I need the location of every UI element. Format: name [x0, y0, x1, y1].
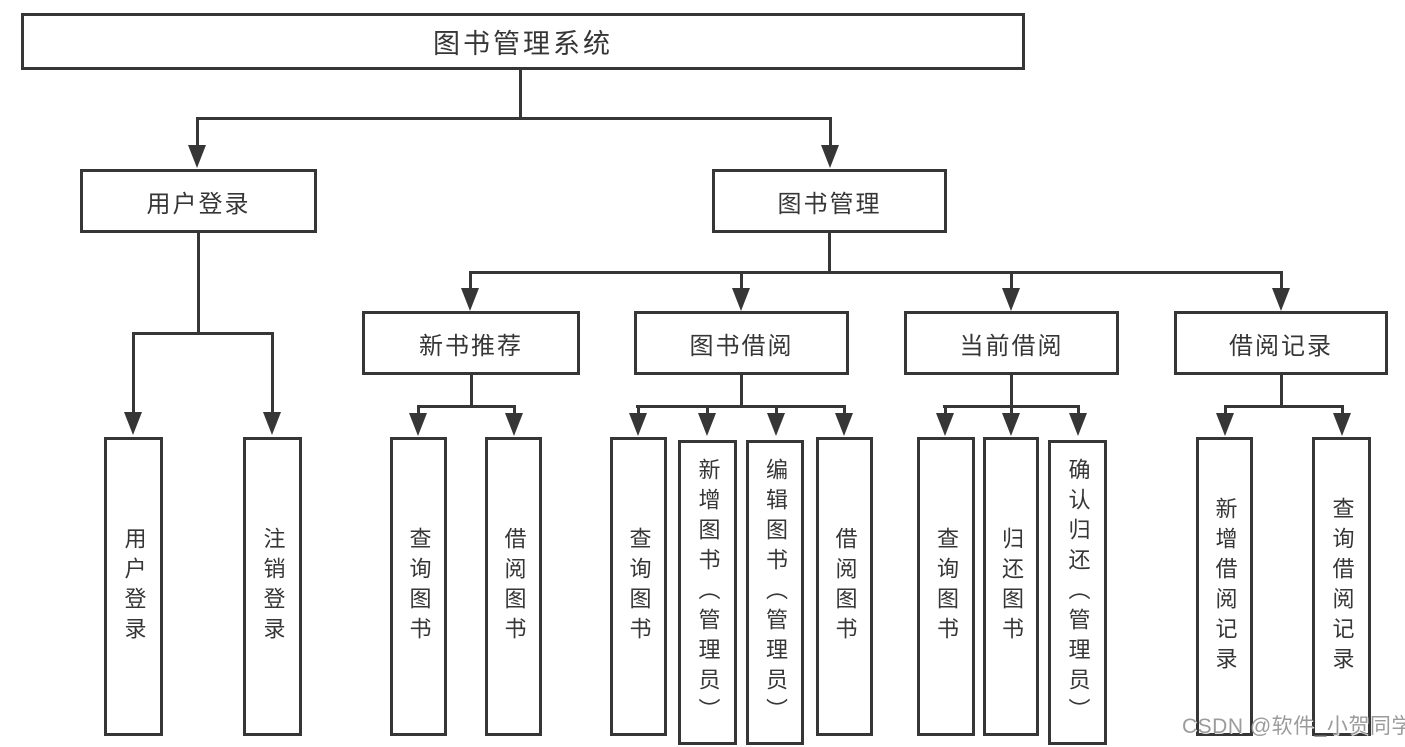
connector-line — [470, 375, 473, 406]
connector-arrowhead — [188, 145, 206, 168]
connector-line — [1280, 271, 1283, 290]
connector-line — [828, 233, 831, 273]
connector-arrowhead — [698, 413, 716, 436]
node-label: 归还图书 — [999, 526, 1024, 647]
connector-line — [706, 405, 709, 414]
connector-line — [944, 405, 947, 414]
leaf-br-query-record: 查询借阅记录 — [1312, 437, 1371, 736]
node-label: 图书管理系统 — [433, 29, 613, 59]
node-book-borrowing: 图书借阅 — [634, 311, 849, 375]
leaf-nbr-query-books: 查询图书 — [390, 437, 447, 736]
connector-arrowhead — [263, 412, 281, 435]
connector-arrowhead — [835, 413, 853, 436]
connector-line — [843, 405, 846, 414]
connector-arrowhead — [505, 413, 523, 436]
connector-line — [740, 375, 743, 406]
connector-line — [1224, 405, 1227, 414]
connector-arrowhead — [732, 288, 750, 311]
leaf-bb-query-books: 查询图书 — [610, 437, 667, 736]
leaf-user-login: 用户登录 — [104, 437, 163, 736]
node-label: 图书借阅 — [689, 332, 794, 360]
connector-arrowhead — [461, 288, 479, 311]
connector-line — [829, 117, 832, 146]
watermark: CSDN @软件_小贺同学 — [1182, 715, 1405, 738]
connector-line — [1010, 271, 1013, 290]
connector-line — [132, 332, 135, 413]
node-label: 新书推荐 — [419, 332, 523, 360]
connector-line — [271, 332, 274, 413]
connector-arrowhead — [1216, 413, 1234, 436]
node-label: 确认归还（管理员） — [1065, 457, 1091, 728]
node-label: 借阅图书 — [501, 526, 527, 647]
connector-line — [1280, 375, 1283, 406]
connector-line — [132, 332, 274, 335]
node-user-login: 用户登录 — [80, 169, 317, 233]
connector-line — [513, 405, 516, 414]
connector-line — [196, 117, 832, 120]
node-label: 图书管理 — [777, 190, 882, 218]
connector-arrowhead — [821, 145, 839, 168]
connector-arrowhead — [936, 413, 954, 436]
leaf-bb-add-books-admin: 新增图书（管理员） — [678, 440, 737, 745]
node-book-management: 图书管理 — [712, 169, 947, 233]
leaf-bb-edit-books-admin: 编辑图书（管理员） — [746, 440, 804, 745]
connector-arrowhead — [629, 413, 647, 436]
connector-arrowhead — [1333, 413, 1351, 436]
connector-line — [1341, 405, 1344, 414]
node-label: 用户登录 — [121, 526, 147, 647]
node-label: 借阅记录 — [1229, 332, 1333, 360]
leaf-nbr-borrow-books: 借阅图书 — [485, 437, 542, 736]
node-library-management-system: 图书管理系统 — [21, 13, 1025, 70]
leaf-cb-query-books: 查询图书 — [917, 437, 975, 736]
connector-line — [636, 405, 845, 408]
connector-line — [1010, 405, 1013, 414]
node-label: 查询图书 — [626, 526, 652, 647]
connector-arrowhead — [1069, 413, 1087, 436]
connector-line — [417, 405, 420, 414]
connector-line — [417, 405, 515, 408]
leaf-br-add-record: 新增借阅记录 — [1196, 437, 1253, 736]
connector-line — [740, 271, 743, 290]
node-label: 查询图书 — [934, 526, 959, 647]
connector-arrowhead — [767, 413, 785, 436]
connector-arrowhead — [1002, 413, 1020, 436]
node-label: 编辑图书（管理员） — [763, 457, 788, 728]
node-new-book-recommend: 新书推荐 — [362, 311, 580, 375]
leaf-logout: 注销登录 — [243, 437, 302, 736]
node-current-borrowing: 当前借阅 — [904, 311, 1119, 375]
connector-line — [469, 271, 1283, 274]
leaf-cb-return-books: 归还图书 — [983, 437, 1039, 736]
connector-line — [1010, 375, 1013, 406]
connector-line — [196, 117, 199, 146]
node-label: 查询借阅记录 — [1329, 496, 1355, 677]
node-label: 用户登录 — [146, 190, 251, 218]
node-borrowing-records: 借阅记录 — [1174, 311, 1388, 375]
connector-line — [1224, 405, 1344, 408]
connector-arrowhead — [1272, 288, 1290, 311]
connector-line — [1077, 405, 1080, 414]
connector-line — [775, 405, 778, 414]
connector-arrowhead — [409, 413, 427, 436]
connector-arrowhead — [1002, 288, 1020, 311]
connector-line — [519, 70, 522, 119]
node-label: 查询图书 — [406, 526, 432, 647]
node-label: 新增借阅记录 — [1212, 496, 1238, 677]
connector-line — [469, 271, 472, 290]
node-label: 注销登录 — [260, 526, 286, 647]
leaf-bb-borrow-books: 借阅图书 — [816, 437, 873, 736]
leaf-cb-confirm-return-admin: 确认归还（管理员） — [1048, 440, 1107, 745]
connector-line — [197, 233, 200, 334]
node-label: 借阅图书 — [832, 526, 858, 647]
node-label: 当前借阅 — [959, 332, 1064, 360]
node-label: 新增图书（管理员） — [695, 457, 721, 728]
connector-arrowhead — [124, 412, 142, 435]
connector-line — [637, 405, 640, 414]
